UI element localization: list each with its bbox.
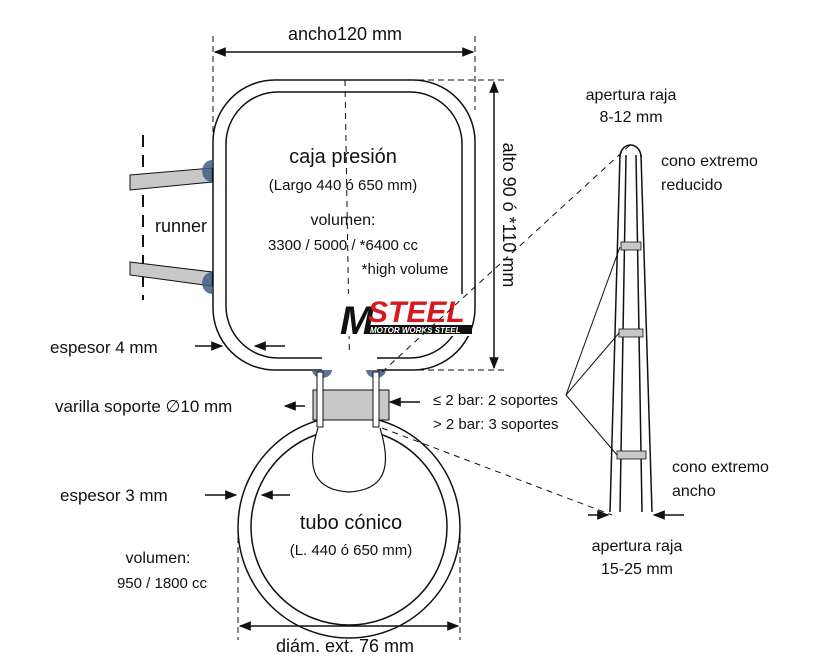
pressure-box: [212, 79, 476, 391]
support-rod: [312, 371, 390, 428]
runner-pipes: [129, 135, 213, 300]
tube-wall-label: espesor 3 mm: [60, 486, 168, 505]
pressure-box-length: (Largo 440 ó 650 mm): [269, 177, 417, 194]
wide-end-line2: ancho: [672, 483, 716, 500]
bottom-slot-value: 15-25 mm: [601, 561, 673, 578]
tube-length: (L. 440 ó 650 mm): [290, 542, 413, 559]
logo-subtext: MOTOR WORKS STEEL: [370, 326, 461, 335]
width-dimension: ancho120 mm: [212, 24, 476, 145]
pressure-box-volume-title: volumen:: [311, 212, 376, 229]
runner-label: runner: [155, 216, 207, 236]
height-label: alto 90 ó *110 mm: [499, 143, 519, 288]
side-view-cone: [381, 144, 684, 520]
tube-volume-values: 950 / 1800 cc: [117, 575, 208, 592]
reduced-end-line2: reducido: [661, 177, 722, 194]
width-label: ancho120 mm: [288, 24, 402, 44]
tube-volume-title: volumen:: [126, 550, 191, 567]
box-wall-callout: espesor 4 mm: [50, 338, 285, 357]
logo-text: STEEL: [368, 296, 465, 329]
diameter-dimension: diám. ext. 76 mm: [237, 527, 461, 656]
bottom-slot-title: apertura raja: [592, 538, 683, 555]
rod-callout: varilla soporte ∅10 mm ≤ 2 bar: 2 soport…: [55, 392, 559, 433]
pressure-box-note: *high volume: [362, 261, 449, 278]
diameter-label: diám. ext. 76 mm: [276, 636, 414, 656]
supports-line2: > 2 bar: 3 soportes: [433, 416, 559, 433]
box-wall-label: espesor 4 mm: [50, 338, 158, 357]
wide-end-line1: cono extremo: [672, 459, 769, 476]
tube-wall-callout: espesor 3 mm: [60, 486, 290, 505]
steel-logo: M STEEL MOTOR WORKS STEEL: [340, 294, 472, 343]
logo-mark: M: [340, 299, 375, 343]
top-slot-value: 8-12 mm: [599, 109, 662, 126]
supports-line1: ≤ 2 bar: 2 soportes: [433, 392, 558, 409]
top-slot-title: apertura raja: [586, 87, 677, 104]
pressure-box-volume-values: 3300 / 5000 / *6400 cc: [268, 237, 419, 254]
reduced-end-line1: cono extremo: [661, 153, 758, 170]
rod-label: varilla soporte ∅10 mm: [55, 397, 232, 416]
tube-title: tubo cónico: [300, 512, 402, 534]
pressure-box-title: caja presión: [289, 146, 397, 168]
